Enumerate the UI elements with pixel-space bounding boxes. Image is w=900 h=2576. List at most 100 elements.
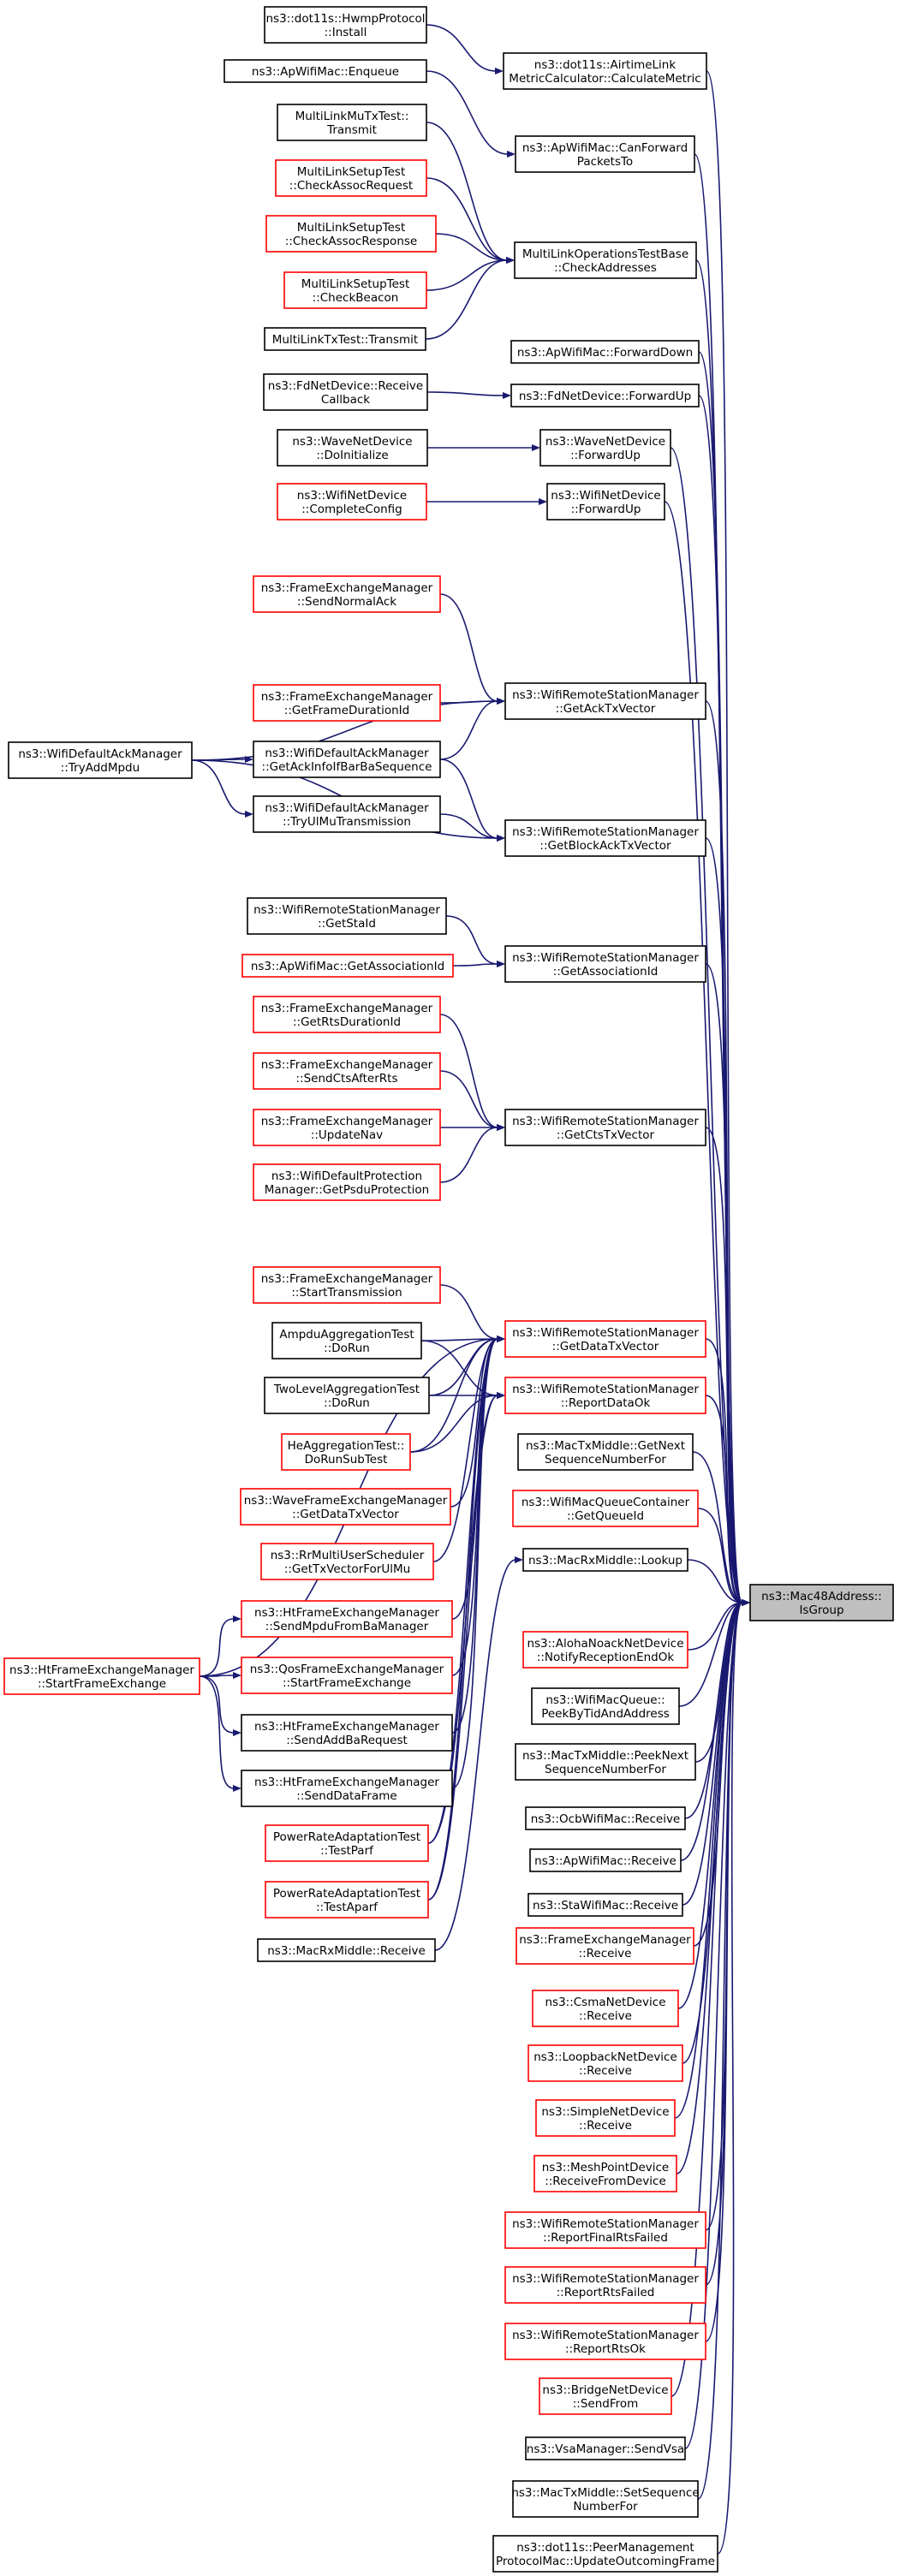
edge-arrowhead: [532, 444, 540, 451]
function-node-ns3-wifiremotestationmanager-getstaid[interactable]: ns3::WifiRemoteStationManager::GetStaId: [247, 897, 447, 935]
function-node-multilinkmutxtest-transmit[interactable]: MultiLinkMuTxTest::Transmit: [277, 104, 427, 141]
node-label-line: IsGroup: [799, 1603, 843, 1617]
function-node-powerrateadaptationtest-testaparf[interactable]: PowerRateAdaptationTest::TestAparf: [265, 1881, 429, 1919]
node-box: [515, 135, 695, 173]
function-node-ns3-mactxmiddle-peeknextsequencenumberfor[interactable]: ns3::MacTxMiddle::PeekNextSequenceNumber…: [515, 1743, 696, 1781]
function-node-powerrateadaptationtest-testparf[interactable]: PowerRateAdaptationTest::TestParf: [265, 1824, 429, 1862]
node-label-line: ns3::WifiRemoteStationManager: [512, 1115, 699, 1128]
function-node-ns3-frameexchangemanager-getrtsdurationid[interactable]: ns3::FrameExchangeManager::GetRtsDuratio…: [253, 996, 441, 1033]
node-label-line: ns3::WaveNetDevice: [545, 435, 665, 449]
function-node-heaggregationtest-dorunsubtest[interactable]: HeAggregationTest::DoRunSubTest: [281, 1433, 411, 1471]
function-node-ns3-wifiremotestationmanager-reportrtsfailed[interactable]: ns3::WifiRemoteStationManager::ReportRts…: [504, 2266, 706, 2304]
call-edge: [427, 1395, 498, 1901]
function-node-ns3-simplenetdevice-receive[interactable]: ns3::SimpleNetDevice::Receive: [535, 2099, 676, 2137]
function-node-ns3-meshpointdevice-receivefromdevice[interactable]: ns3::MeshPointDevice::ReceiveFromDevice: [533, 2155, 677, 2192]
function-node-ns3-mactxmiddle-getnextsequencenumberfor[interactable]: ns3::MacTxMiddle::GetNextSequenceNumberF…: [517, 1433, 694, 1471]
function-node-ns3-wifidefaultprotectionmanager-getpsduprotection[interactable]: ns3::WifiDefaultProtectionManager::GetPs…: [253, 1163, 441, 1201]
node-box: [535, 2099, 676, 2137]
function-node-ns3-htframeexchangemanager-sendaddbarequest[interactable]: ns3::HtFrameExchangeManager::SendAddBaRe…: [241, 1714, 453, 1752]
function-node-ns3-loopbacknetdevice-receive[interactable]: ns3::LoopbackNetDevice::Receive: [527, 2044, 683, 2082]
node-label-line: ns3::WifiRemoteStationManager: [512, 951, 699, 965]
function-node-ns3-csmanetdevice-receive[interactable]: ns3::CsmaNetDevice::Receive: [532, 1990, 679, 2027]
call-edge: [409, 1395, 498, 1453]
edge-arrowhead: [497, 1336, 505, 1342]
function-node-ns3-htframeexchangemanager-sendmpdufrombamanager[interactable]: ns3::HtFrameExchangeManager::SendMpduFro…: [241, 1600, 453, 1638]
function-node-ns3-wifiremotestationmanager-getblockacktxvector[interactable]: ns3::WifiRemoteStationManager::GetBlockA…: [504, 819, 706, 857]
function-node-ns3-fdnetdevice-forwardup[interactable]: ns3::FdNetDevice::ForwardUp: [510, 384, 700, 408]
function-node-ns3-wifimacqueuecontainer-getqueueid[interactable]: ns3::WifiMacQueueContainer::GetQueueId: [512, 1490, 699, 1527]
function-node-ns3-frameexchangemanager-sendctsafterrts[interactable]: ns3::FrameExchangeManager::SendCtsAfterR…: [253, 1052, 441, 1090]
node-box: [504, 819, 706, 857]
call-edge: [426, 391, 504, 396]
node-box: [271, 1322, 422, 1359]
function-node-twolevelaggregationtest-dorun[interactable]: TwoLevelAggregationTest::DoRun: [264, 1377, 430, 1414]
node-box: [253, 795, 441, 833]
node-label-line: ::Receive: [579, 1947, 632, 1960]
function-node-ns3-wifidefaultackmanager-getackinfoifbarbasequence[interactable]: ns3::WifiDefaultAckManager::GetAckInfoIf…: [253, 741, 441, 778]
function-node-ns3-wifinetdevice-forwardup[interactable]: ns3::WifiNetDevice::ForwardUp: [546, 483, 665, 521]
function-node-ns3-apwifimac-receive[interactable]: ns3::ApWifiMac::Receive: [529, 1848, 682, 1872]
node-box: [257, 1938, 436, 1962]
node-label-line: ns3::MacRxMiddle::Lookup: [528, 1554, 682, 1568]
function-node-multilinksetuptest-checkassocrequest[interactable]: MultiLinkSetupTest::CheckAssocRequest: [275, 159, 427, 197]
function-node-ns3-stawifimac-receive[interactable]: ns3::StaWifiMac::Receive: [527, 1893, 683, 1917]
function-node-ns3-vsamanager-sendvsa[interactable]: ns3::VsaManager::SendVsa: [525, 2436, 686, 2460]
node-label-line: ::DoInitialize: [316, 449, 388, 462]
function-node-multilinkoperationstestbase-checkaddresses[interactable]: MultiLinkOperationsTestBase::CheckAddres…: [514, 241, 697, 279]
function-node-ns3-apwifimac-getassociationid[interactable]: ns3::ApWifiMac::GetAssociationId: [241, 954, 454, 978]
function-node-ns3-frameexchangemanager-getframedurationid[interactable]: ns3::FrameExchangeManager::GetFrameDurat…: [253, 684, 441, 722]
function-node-ns3-apwifimac-enqueue[interactable]: ns3::ApWifiMac::Enqueue: [224, 59, 427, 83]
call-edge: [426, 177, 508, 261]
function-node-ns3-macrxmiddle-lookup[interactable]: ns3::MacRxMiddle::Lookup: [522, 1548, 688, 1572]
function-node-ns3-frameexchangemanager-receive[interactable]: ns3::FrameExchangeManager::Receive: [516, 1927, 694, 1965]
function-node-ns3-wifiremotestationmanager-reportdataok[interactable]: ns3::WifiRemoteStationManager::ReportDat…: [504, 1377, 706, 1414]
node-label-line: ns3::FrameExchangeManager: [261, 581, 433, 595]
function-node-ns3-wifiremotestationmanager-getacktxvector[interactable]: ns3::WifiRemoteStationManager::GetAckTxV…: [504, 682, 706, 720]
call-edge: [705, 963, 743, 1603]
function-node-multilinksetuptest-checkbeacon[interactable]: MultiLinkSetupTest::CheckBeacon: [283, 271, 427, 309]
function-node-ns3-wifiremotestationmanager-reportrtsok[interactable]: ns3::WifiRemoteStationManager::ReportRts…: [504, 2323, 706, 2360]
node-label-line: ns3::WifiMacQueue::: [545, 1693, 665, 1707]
node-label-line: ns3::SimpleNetDevice: [541, 2105, 669, 2119]
function-node-ns3-wifidefaultackmanager-tryaddmpdu[interactable]: ns3::WifiDefaultAckManager::TryAddMpdu: [8, 741, 193, 779]
node-label-line: ::StartFrameExchange: [38, 1677, 166, 1691]
function-node-ns3-waveframeexchangemanager-getdatatxvector[interactable]: ns3::WaveFrameExchangeManager::GetDataTx…: [240, 1488, 451, 1526]
node-box: [539, 2377, 672, 2415]
function-node-ns3-frameexchangemanager-starttransmission[interactable]: ns3::FrameExchangeManager::StartTransmis…: [253, 1266, 441, 1304]
function-node-ns3-bridgenetdevice-sendfrom[interactable]: ns3::BridgeNetDevice::SendFrom: [539, 2377, 672, 2415]
node-label-line: MultiLinkTxTest::Transmit: [272, 333, 418, 347]
function-node-ns3-rrmultiuserscheduler-gettxvectorforulmu[interactable]: ns3::RrMultiUserScheduler::GetTxVectorFo…: [260, 1543, 434, 1580]
call-edge: [199, 1675, 235, 1677]
call-edge: [705, 1338, 743, 1603]
function-node-ns3-dot11s-hwmpprotocol-install[interactable]: ns3::dot11s::HwmpProtocol::Install: [264, 6, 427, 44]
function-node-multilinktxtest-transmit[interactable]: MultiLinkTxTest::Transmit: [264, 327, 426, 351]
function-node-ns3-dot11s-peermanagementprotocolmac-updateoutcomingframe[interactable]: ns3::dot11s::PeerManagementProtocolMac::…: [492, 2535, 718, 2573]
function-node-ns3-dot11s-airtimelinkmetriccalculator-calculatemetric[interactable]: ns3::dot11s::AirtimeLinkMetricCalculator…: [503, 52, 707, 90]
function-node-ns3-wifiremotestationmanager-reportfinalrtsfailed[interactable]: ns3::WifiRemoteStationManager::ReportFin…: [504, 2211, 706, 2249]
function-node-ns3-wavenetdevice-doinitialize[interactable]: ns3::WaveNetDevice::DoInitialize: [277, 429, 428, 467]
function-node-multilinksetuptest-checkassocresponse[interactable]: MultiLinkSetupTest::CheckAssocResponse: [265, 215, 437, 253]
function-node-ns3-ocbwifimac-receive[interactable]: ns3::OcbWifiMac::Receive: [525, 1806, 686, 1830]
target-node[interactable]: ns3::Mac48Address::IsGroup: [749, 1584, 894, 1621]
function-node-ns3-wifidefaultackmanager-tryulmutransmission[interactable]: ns3::WifiDefaultAckManager::TryUlMuTrans…: [253, 795, 441, 833]
function-node-ns3-wavenetdevice-forwardup[interactable]: ns3::WaveNetDevice::ForwardUp: [539, 429, 671, 467]
function-node-ns3-frameexchangemanager-sendnormalack[interactable]: ns3::FrameExchangeManager::SendNormalAck: [253, 575, 441, 613]
function-node-ns3-frameexchangemanager-updatenav[interactable]: ns3::FrameExchangeManager::UpdateNav: [253, 1109, 441, 1146]
function-node-ns3-qosframeexchangemanager-startframeexchange[interactable]: ns3::QosFrameExchangeManager::StartFrame…: [241, 1657, 453, 1694]
function-node-ns3-wifinetdevice-completeconfig[interactable]: ns3::WifiNetDevice::CompleteConfig: [277, 483, 427, 521]
function-node-ampduaggregationtest-dorun[interactable]: AmpduAggregationTest::DoRun: [271, 1322, 422, 1359]
function-node-ns3-apwifimac-forwarddown[interactable]: ns3::ApWifiMac::ForwardDown: [510, 340, 700, 364]
function-node-ns3-wifimacqueue-peekbytidandaddress[interactable]: ns3::WifiMacQueue::PeekByTidAndAddress: [531, 1687, 680, 1725]
function-node-ns3-wifiremotestationmanager-getdatatxvector[interactable]: ns3::WifiRemoteStationManager::GetDataTx…: [504, 1320, 706, 1358]
function-node-ns3-wifiremotestationmanager-getctstxvector[interactable]: ns3::WifiRemoteStationManager::GetCtsTxV…: [504, 1109, 706, 1146]
function-node-ns3-wifiremotestationmanager-getassociationid[interactable]: ns3::WifiRemoteStationManager::GetAssoci…: [504, 945, 706, 983]
node-box: [525, 2436, 686, 2460]
function-node-ns3-htframeexchangemanager-senddataframe[interactable]: ns3::HtFrameExchangeManager::SendDataFra…: [241, 1770, 453, 1807]
function-node-ns3-htframeexchangemanager-startframeexchange[interactable]: ns3::HtFrameExchangeManager::StartFrameE…: [3, 1657, 200, 1695]
function-node-ns3-alohanoacknetdevice-notifyreceptionendok[interactable]: ns3::AlohaNoackNetDevice::NotifyReceptio…: [522, 1631, 688, 1669]
node-label-line: ::Receive: [579, 2119, 632, 2133]
function-node-ns3-macrxmiddle-receive[interactable]: ns3::MacRxMiddle::Receive: [257, 1938, 436, 1962]
